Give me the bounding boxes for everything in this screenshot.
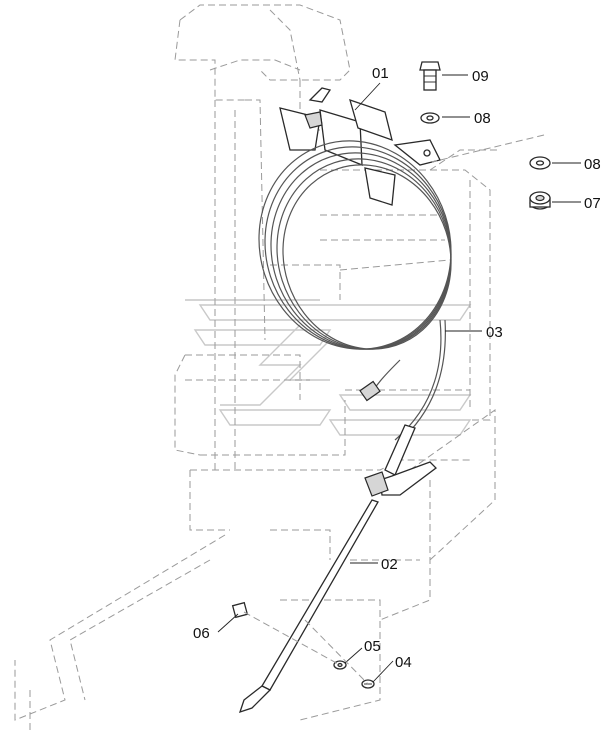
callout-09: 09 <box>472 68 489 85</box>
washer-part-08b <box>529 156 551 170</box>
callout-05: 05 <box>364 638 381 655</box>
callout-03: 03 <box>486 324 503 341</box>
callout-08-right: 08 <box>584 156 601 173</box>
callout-04: 04 <box>395 654 412 671</box>
bolt-part-09 <box>419 61 441 91</box>
callout-08-upper: 08 <box>474 110 491 127</box>
spray-wand-part-02 <box>238 424 437 714</box>
callout-06: 06 <box>193 625 210 642</box>
clip-part-06 <box>231 601 249 619</box>
nut-part-07 <box>529 191 551 210</box>
nut-part-05 <box>333 660 347 670</box>
leader-lines <box>217 74 581 685</box>
washer-part-08a <box>420 112 440 124</box>
hose-bracket-part-01 <box>279 87 441 206</box>
callout-02: 02 <box>381 556 398 573</box>
coiled-hose-part-03 <box>258 140 452 444</box>
callout-07: 07 <box>584 195 601 212</box>
callout-01: 01 <box>372 65 389 82</box>
callout-labels: 01 09 08 08 07 03 02 06 05 04 <box>193 65 601 671</box>
